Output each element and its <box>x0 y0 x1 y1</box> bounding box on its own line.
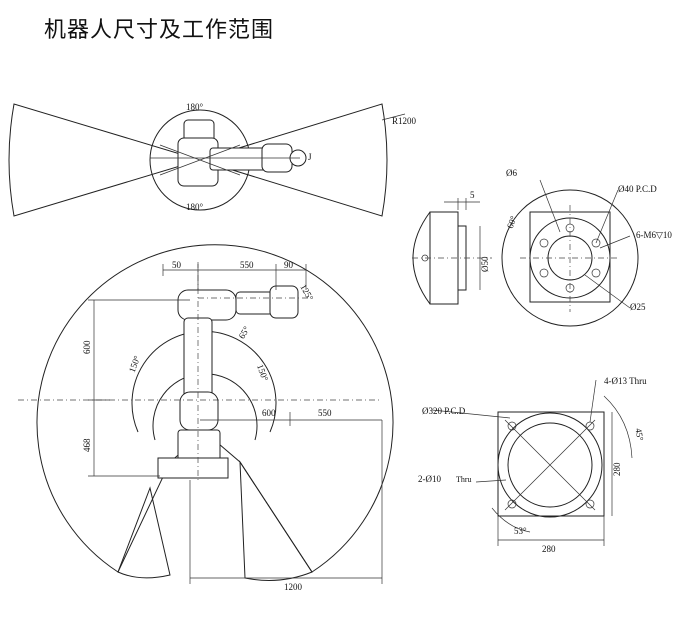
top-view-work-envelope <box>8 103 388 217</box>
page-title: 机器人尺寸及工作范围 <box>44 18 275 43</box>
top-view-robot <box>150 119 307 187</box>
flange-dim-50dia: Ø50 <box>480 256 490 272</box>
top-angle-180-upper: 180° <box>186 102 204 112</box>
side-view-outer-envelope <box>36 244 394 573</box>
flange-thread: 6-M6▽10 <box>636 230 672 240</box>
side-dim-550-top: 550 <box>240 260 254 270</box>
side-angle-125: 125° <box>298 283 315 303</box>
base-view: Ø320 P.C.D 4-Ø13 Thru 2-Ø10 Thru 45° 53°… <box>418 376 647 554</box>
side-angle-65: 65° <box>237 324 252 340</box>
flange-bore-25: Ø25 <box>630 302 646 312</box>
flange-hole-6: Ø6 <box>506 168 517 178</box>
side-dim-50: 50 <box>172 260 182 270</box>
base-dim-280-bottom: 280 <box>542 544 556 554</box>
flange-dim-5: 5 <box>470 190 475 200</box>
base-dowel-10: 2-Ø10 <box>418 474 441 484</box>
base-pcd-320: Ø320 P.C.D <box>422 406 466 416</box>
base-angle-53: 53° <box>514 526 527 536</box>
side-view-robot <box>157 285 299 479</box>
side-dim-90: 90 <box>284 260 294 270</box>
side-dim-1200: 1200 <box>284 582 303 592</box>
side-dim-600-vertical: 600 <box>82 340 92 354</box>
base-angle-45: 45° <box>633 427 645 442</box>
top-angle-180-lower: 180° <box>186 202 204 212</box>
flange-front-view: Ø6 Ø40 P.C.D 6-M6▽10 Ø25 <box>501 168 672 327</box>
top-joint-label: J <box>308 152 312 162</box>
side-dim-600-horizontal: 600 <box>262 408 276 418</box>
base-dim-280-right: 280 <box>612 462 622 476</box>
side-dim-468: 468 <box>82 438 92 452</box>
base-dowel-thru: Thru <box>456 475 472 484</box>
flange-pcd-40: Ø40 P.C.D <box>618 184 657 194</box>
flange-side-view: 5 Ø50 60° <box>412 190 519 305</box>
base-thru-13: 4-Ø13 Thru <box>604 376 647 386</box>
side-dim-550-horizontal: 550 <box>318 408 332 418</box>
top-view: 180° 180° R1200 J <box>8 102 417 217</box>
side-view: 50 550 90 125° 65° 600 468 150° 150° 600… <box>18 244 394 592</box>
top-radius-label: R1200 <box>392 116 417 126</box>
side-angle-150-right: 150° <box>255 363 270 383</box>
